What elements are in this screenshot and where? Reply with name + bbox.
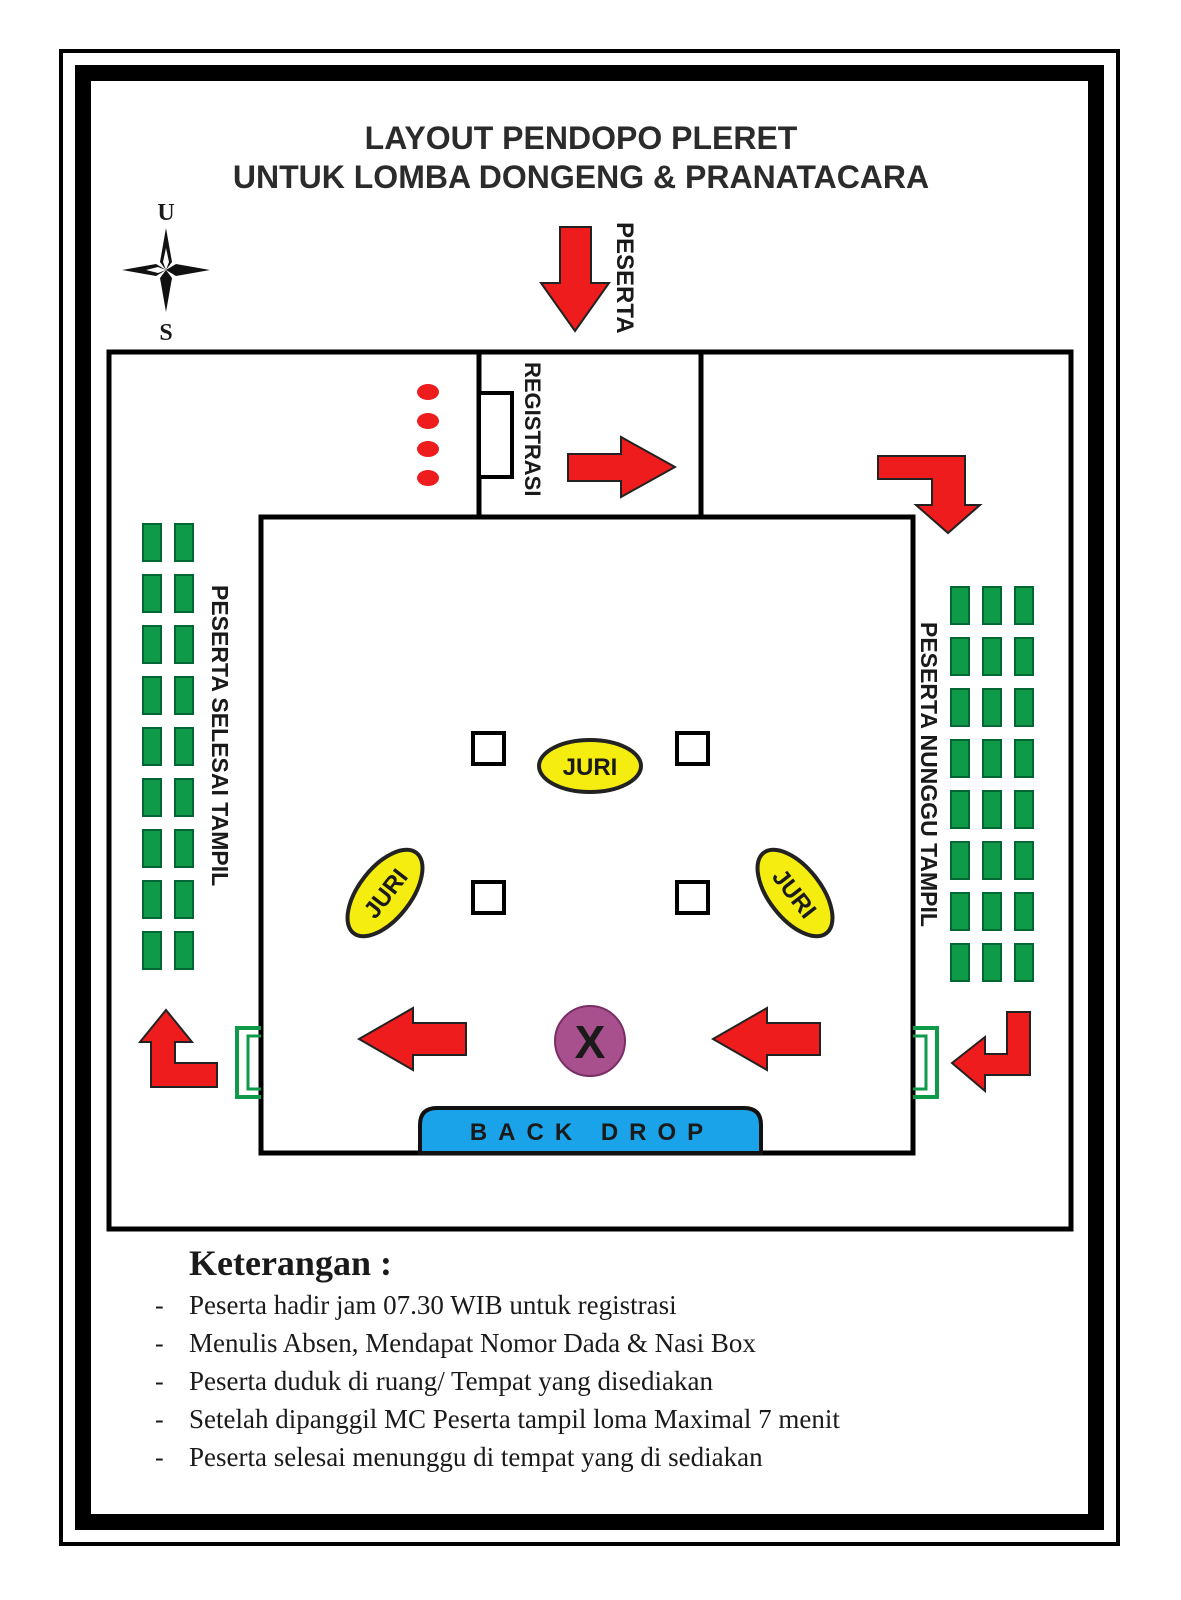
list-item: Peserta duduk di ruang/ Tempat yang dise… bbox=[189, 1366, 713, 1396]
list-item: Peserta selesai menunggu di tempat yang … bbox=[189, 1442, 763, 1472]
list-bullet: - bbox=[155, 1291, 164, 1320]
juri-right: JURI bbox=[755, 847, 835, 939]
list-item: Peserta hadir jam 07.30 WIB untuk regist… bbox=[189, 1290, 677, 1320]
performance-spot: X bbox=[554, 1005, 626, 1077]
right-door bbox=[913, 1026, 939, 1099]
stage-marker-bottom-left bbox=[471, 880, 506, 915]
registration-arrow-icon bbox=[567, 435, 678, 499]
outer-frame-thick bbox=[75, 65, 1104, 1530]
registration-desk bbox=[477, 391, 514, 479]
finished-to-seat-arrow-icon bbox=[137, 1008, 218, 1088]
peserta-nunggu-label: PESERTA NUNGGU TAMPIL bbox=[916, 622, 942, 927]
registration-queue-dots bbox=[417, 384, 439, 486]
stage-marker-bottom-right bbox=[675, 880, 710, 915]
list-bullet: - bbox=[155, 1443, 164, 1472]
outer-frame-thin bbox=[59, 49, 1120, 1546]
compass-rose-icon: U S bbox=[122, 200, 210, 346]
stage-marker-top-right bbox=[675, 731, 710, 766]
venue-outer-area bbox=[106, 349, 1074, 1232]
left-door bbox=[235, 1026, 261, 1099]
compass-north-label: U bbox=[157, 200, 174, 226]
peserta-selesai-label: PESERTA SELESAI TAMPIL bbox=[207, 585, 233, 886]
peserta-entry-label: PESERTA bbox=[611, 222, 638, 334]
list-bullet: - bbox=[155, 1329, 164, 1358]
keterangan-list: - Peserta hadir jam 07.30 WIB untuk regi… bbox=[155, 1290, 840, 1472]
entry-arrow-icon bbox=[539, 226, 611, 333]
backdrop-label: BACK DROP bbox=[470, 1119, 714, 1146]
waiting-turn-arrow-icon bbox=[877, 455, 983, 535]
keterangan-heading: Keterangan : bbox=[189, 1243, 392, 1283]
backdrop bbox=[418, 1106, 763, 1155]
waiting-to-stage-arrow-icon bbox=[950, 1011, 1031, 1094]
list-item: Menulis Absen, Mendapat Nomor Dada & Nas… bbox=[189, 1328, 756, 1358]
registrasi-label: REGISTRASI bbox=[520, 362, 545, 496]
finished-seating-block bbox=[142, 523, 194, 970]
waiting-seating-block bbox=[950, 586, 1034, 982]
compass-south-label: S bbox=[159, 320, 172, 346]
stage-marker-top-left bbox=[471, 731, 506, 766]
exit-flow-arrow-icon bbox=[356, 1006, 467, 1072]
svg-text:JURI: JURI bbox=[563, 754, 618, 781]
list-item: Setelah dipanggil MC Peserta tampil loma… bbox=[189, 1404, 840, 1434]
enter-flow-arrow-icon bbox=[710, 1006, 821, 1072]
list-bullet: - bbox=[155, 1405, 164, 1434]
svg-text:X: X bbox=[575, 1016, 606, 1068]
title-line-1: LAYOUT PENDOPO PLERET bbox=[365, 120, 798, 156]
list-bullet: - bbox=[155, 1367, 164, 1396]
title-line-2: UNTUK LOMBA DONGENG & PRANATACARA bbox=[233, 159, 929, 195]
juri-top: JURI bbox=[537, 738, 643, 794]
